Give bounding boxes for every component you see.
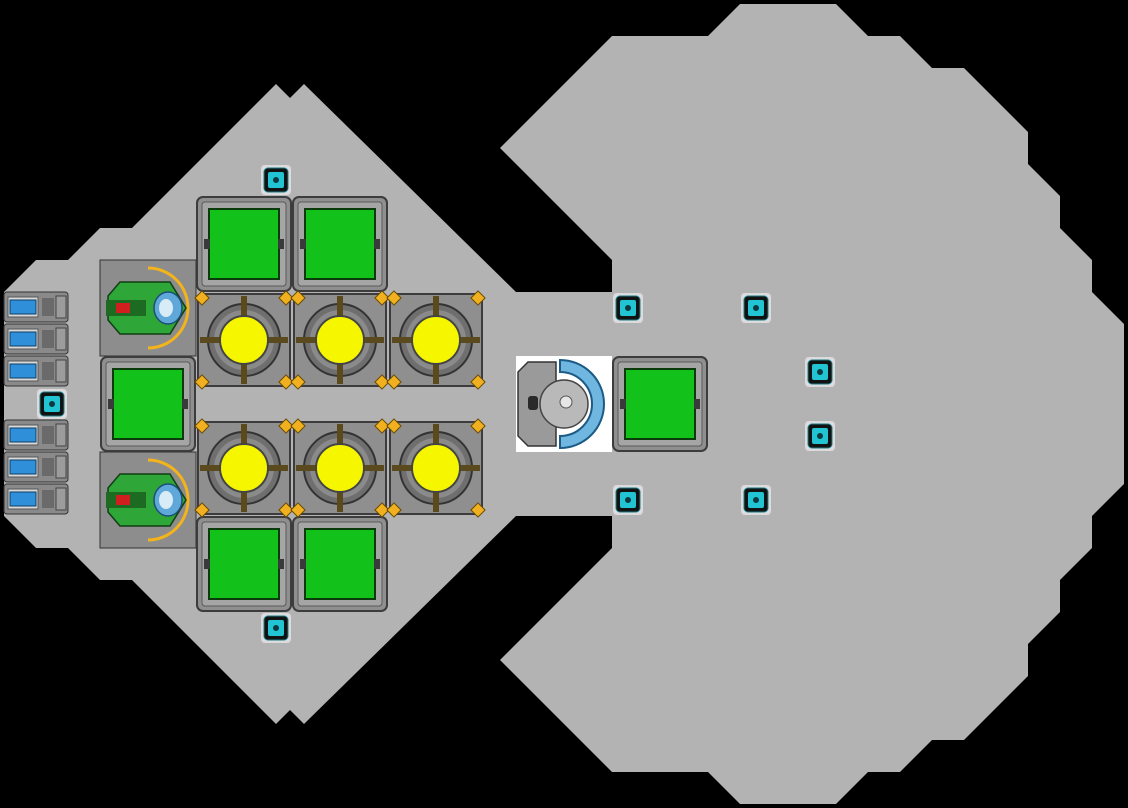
shield-generator-icon[interactable] (516, 356, 612, 452)
power-node-icon[interactable] (805, 357, 835, 387)
power-node-icon[interactable] (613, 485, 643, 515)
storage-tank-icon[interactable] (612, 356, 708, 452)
module-layer (3, 165, 835, 643)
power-node-icon[interactable] (805, 421, 835, 451)
power-node-icon[interactable] (741, 293, 771, 323)
reactor-icon[interactable] (290, 290, 390, 390)
power-node-icon[interactable] (37, 389, 67, 419)
reactor-icon[interactable] (194, 418, 294, 518)
power-node-icon[interactable] (741, 485, 771, 515)
thruster-icon[interactable] (3, 419, 69, 451)
power-node-icon[interactable] (261, 165, 291, 195)
power-node-icon[interactable] (613, 293, 643, 323)
power-node-icon[interactable] (261, 613, 291, 643)
reactor-icon[interactable] (194, 290, 294, 390)
thruster-icon[interactable] (3, 323, 69, 355)
hull-right-section (500, 4, 1124, 804)
reactor-icon[interactable] (290, 418, 390, 518)
thruster-icon[interactable] (3, 355, 69, 387)
hull-left-section (4, 84, 516, 724)
turret-icon[interactable] (99, 451, 197, 549)
reactor-icon[interactable] (386, 418, 486, 518)
storage-tank-icon[interactable] (196, 516, 292, 612)
reactor-icon[interactable] (386, 290, 486, 390)
storage-tank-icon[interactable] (196, 196, 292, 292)
storage-tank-icon[interactable] (292, 196, 388, 292)
thruster-icon[interactable] (3, 483, 69, 515)
turret-icon[interactable] (99, 259, 197, 357)
storage-tank-icon[interactable] (292, 516, 388, 612)
storage-tank-icon[interactable] (100, 356, 196, 452)
thruster-icon[interactable] (3, 291, 69, 323)
thruster-icon[interactable] (3, 451, 69, 483)
